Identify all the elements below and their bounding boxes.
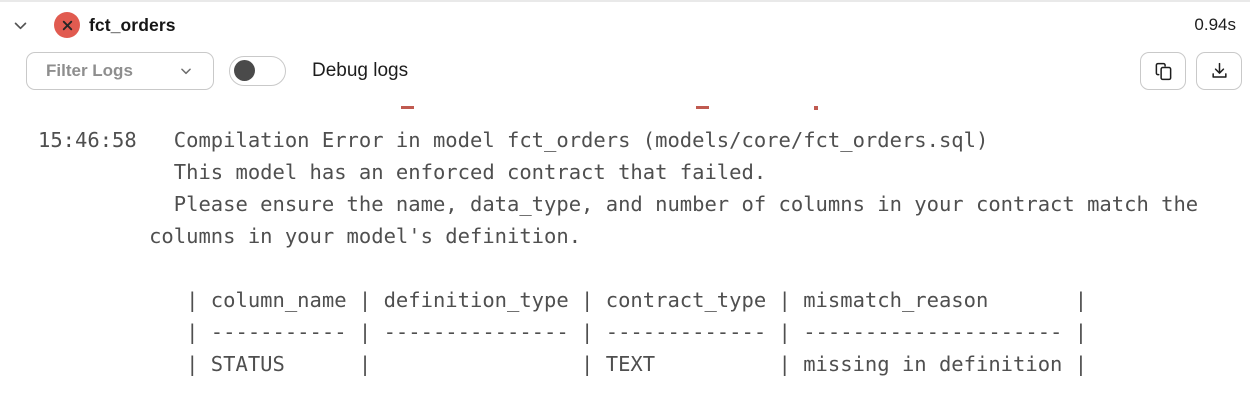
download-logs-button[interactable] [1196, 52, 1242, 90]
log-lines: 15:46:58 Compilation Error in model fct_… [38, 124, 1250, 380]
run-duration: 0.94s [1194, 15, 1236, 34]
debug-logs-label: Debug logs [312, 60, 409, 81]
debug-logs-toggle[interactable] [229, 56, 286, 86]
filter-logs-dropdown[interactable]: Filter Logs [26, 52, 214, 90]
log-output[interactable]: 15:46:58 Compilation Error in model fct_… [0, 94, 1250, 404]
log-line: Please ensure the name, data_type, and n… [38, 192, 1199, 216]
log-line [38, 252, 1250, 284]
chevron-down-icon [12, 17, 29, 34]
chevron-down-icon [179, 64, 193, 78]
copy-icon [1154, 62, 1173, 81]
log-line: | ----------- | --------------- | ------… [38, 320, 1088, 344]
copy-logs-button[interactable] [1140, 52, 1186, 90]
clipped-log-line-fragment [401, 106, 414, 109]
log-line: 15:46:58 Compilation Error in model fct_… [38, 128, 989, 152]
log-line: | column_name | definition_type | contra… [38, 288, 1088, 312]
error-x-circle-icon [54, 12, 80, 38]
log-line: This model has an enforced contract that… [38, 160, 767, 184]
panel-header: fct_orders 0.94s [0, 2, 1250, 48]
clipped-log-line-fragment [696, 106, 709, 109]
filter-logs-label: Filter Logs [46, 61, 133, 80]
clipped-log-line-fragment [814, 106, 818, 110]
download-icon [1210, 62, 1229, 81]
log-toolbar: Filter Logs Debug logs [0, 48, 1250, 94]
log-line: columns in your model's definition. [38, 224, 582, 248]
collapse-chevron-button[interactable] [8, 13, 32, 37]
toggle-knob [234, 60, 255, 81]
log-line: | STATUS | | TEXT | missing in definitio… [38, 352, 1088, 376]
model-name-title: fct_orders [89, 14, 176, 35]
